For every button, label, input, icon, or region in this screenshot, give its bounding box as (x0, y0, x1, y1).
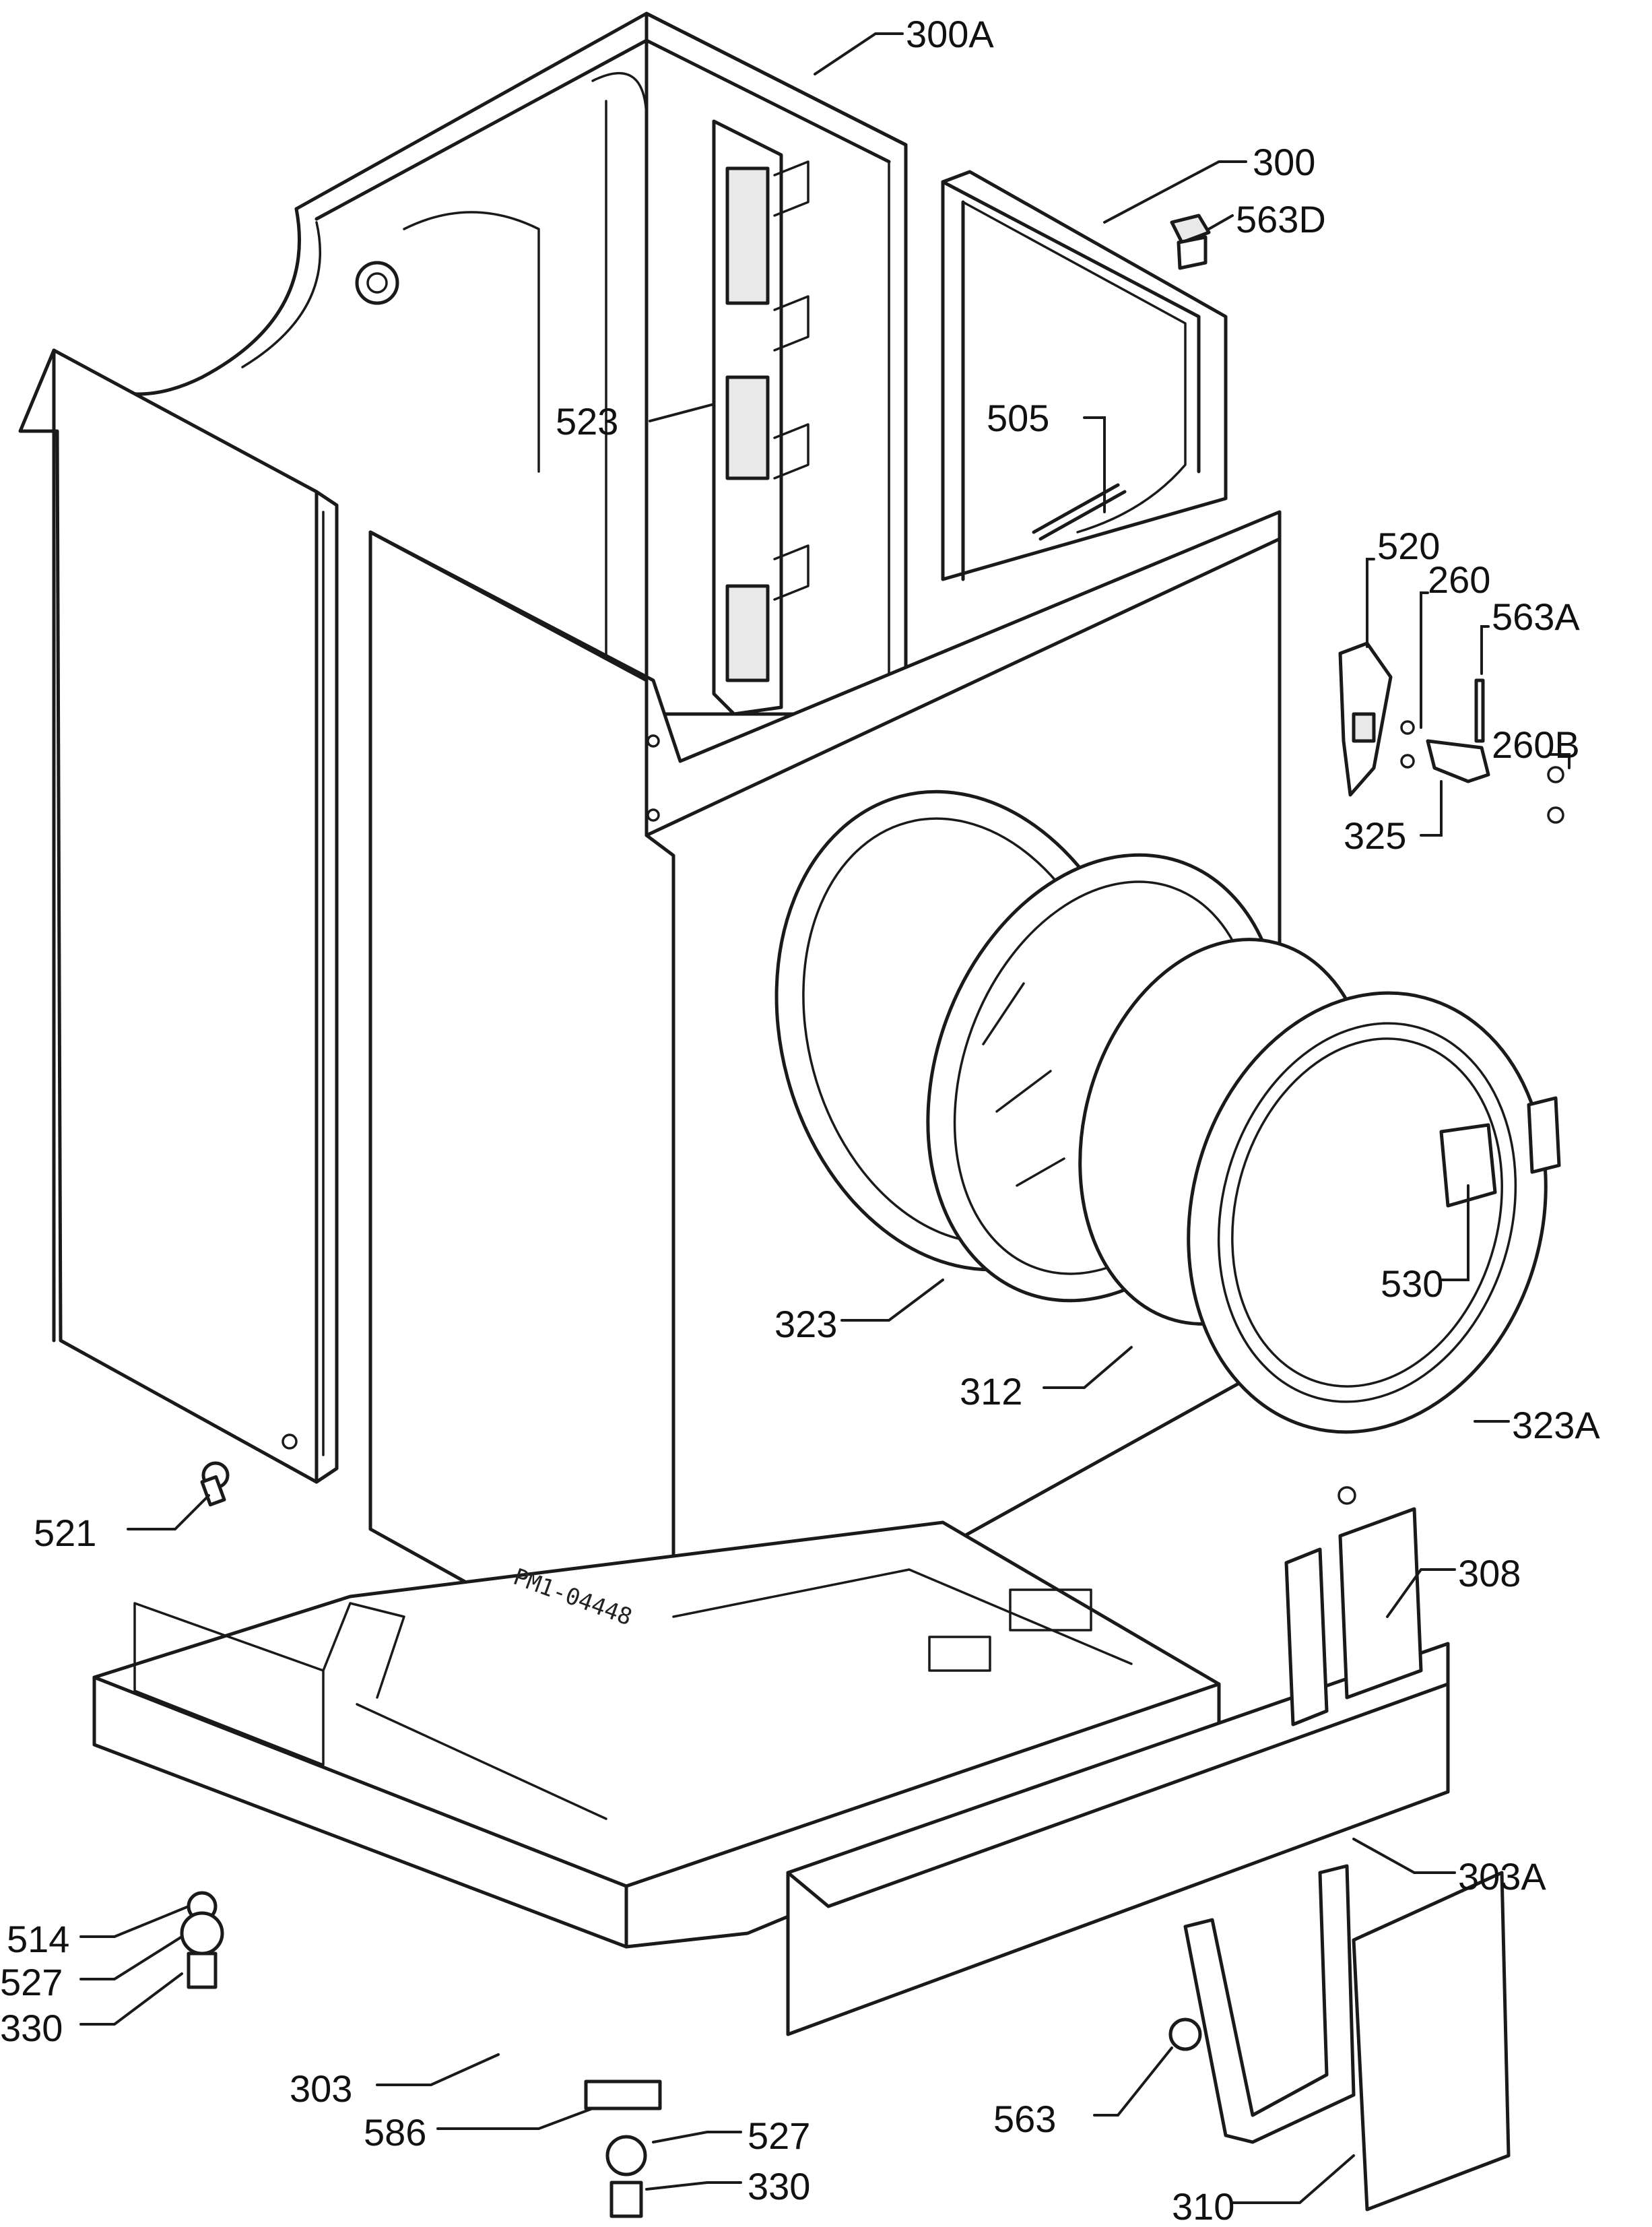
label-521: 521 (34, 1512, 96, 1554)
plinth-bracket-563 (1168, 1864, 1356, 2144)
label-514: 514 (7, 1918, 69, 1960)
label-527-left: 527 (0, 1961, 63, 2003)
label-586: 586 (364, 2111, 426, 2154)
label-563D: 563D (1236, 198, 1326, 240)
label-312: 312 (960, 1370, 1022, 1413)
cap-563D (1170, 214, 1211, 270)
label-303A: 303A (1458, 1855, 1546, 1898)
leader-lines (79, 32, 1571, 2204)
label-523: 523 (556, 400, 618, 443)
label-260B: 260B (1492, 723, 1580, 766)
label-303: 303 (290, 2067, 352, 2110)
label-260: 260 (1428, 558, 1490, 601)
hinge-308 (1284, 1486, 1423, 1726)
door-323A (1187, 991, 1561, 1434)
label-563A: 563A (1492, 595, 1580, 638)
label-530: 530 (1381, 1262, 1443, 1305)
label-563: 563 (993, 2098, 1056, 2140)
front-plinth-303A (786, 1642, 1450, 2036)
foot-assembly-front (584, 2079, 662, 2218)
label-505: 505 (987, 397, 1049, 439)
label-323A: 323A (1512, 1404, 1600, 1446)
door-lock-parts (1338, 641, 1564, 824)
label-300A: 300A (906, 13, 994, 55)
back-bracket-523 (712, 119, 810, 716)
label-330-front: 330 (748, 2165, 810, 2207)
label-527-front: 527 (748, 2115, 810, 2157)
label-300: 300 (1253, 141, 1315, 183)
foot-assembly-left (180, 1891, 224, 1989)
label-308: 308 (1458, 1552, 1521, 1594)
label-323: 323 (774, 1303, 837, 1345)
left-side-panel (18, 348, 339, 1484)
screw-521 (200, 1461, 230, 1507)
part-labels: 300A 300 563D 523 505 520 260 563A 260B … (0, 13, 1600, 2227)
panel-310 (1352, 1871, 1511, 2212)
label-520: 520 (1377, 525, 1440, 567)
label-325: 325 (1344, 814, 1406, 857)
label-310: 310 (1172, 2185, 1234, 2227)
label-330-left: 330 (0, 2007, 63, 2049)
